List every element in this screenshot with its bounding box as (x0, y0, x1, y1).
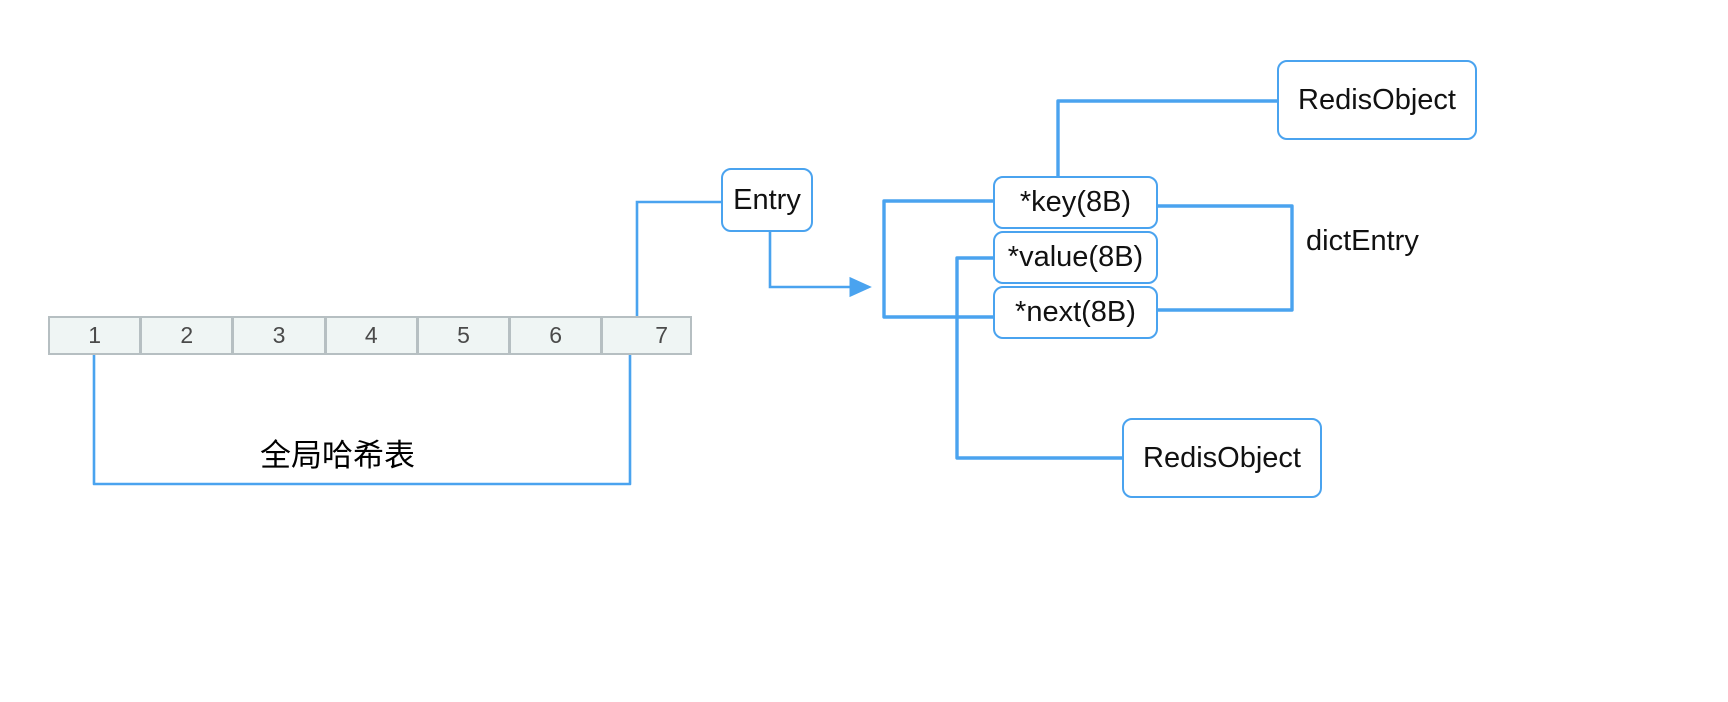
dictentry-group-label: dictEntry (1306, 225, 1419, 257)
connector-value-to-redisobject-bottom (955, 256, 1122, 460)
dictentry-field-next[interactable]: *next(8B) (993, 286, 1158, 339)
hash-cell-7[interactable]: 7 (603, 318, 691, 353)
global-hash-table-label: 全局哈希表 (260, 438, 415, 474)
hash-cell-2[interactable]: 2 (142, 318, 232, 353)
hash-cell-3[interactable]: 3 (234, 318, 324, 353)
bracket-dictentry-right (1157, 204, 1294, 312)
hash-cell-5[interactable]: 5 (418, 318, 509, 353)
redis-object-top[interactable]: RedisObject (1277, 60, 1477, 140)
connector-entry-to-dictentry (768, 232, 872, 298)
dictentry-field-value[interactable]: *value(8B) (993, 231, 1158, 284)
global-hash-table[interactable]: 1 2 3 4 5 6 7 (48, 316, 692, 355)
entry-node[interactable]: Entry (721, 168, 813, 232)
redis-object-bottom[interactable]: RedisObject (1122, 418, 1322, 498)
hash-cell-6[interactable]: 6 (511, 318, 601, 353)
dictentry-field-key[interactable]: *key(8B) (993, 176, 1158, 229)
hash-cell-1[interactable]: 1 (50, 318, 140, 353)
bracket-dictentry-left (882, 199, 993, 319)
connector-cell1-to-cell7 (92, 355, 632, 486)
connector-key-to-redisobject-top (1056, 99, 1277, 179)
hash-cell-4[interactable]: 4 (326, 318, 416, 353)
